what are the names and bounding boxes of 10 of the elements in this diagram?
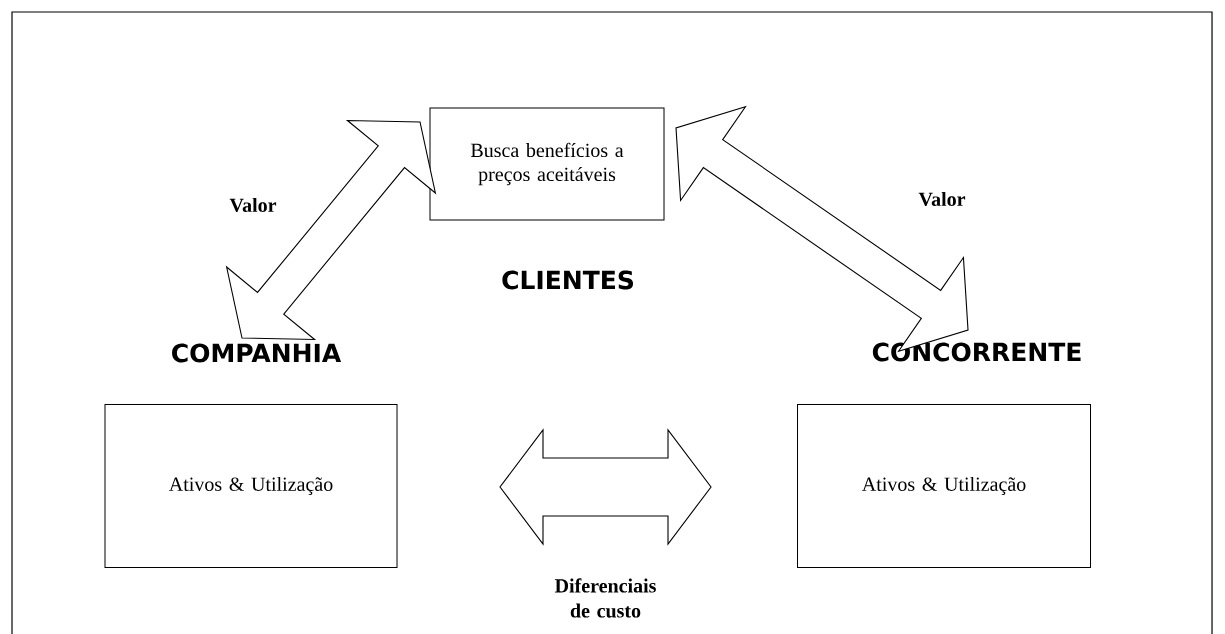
edge-label: Diferenciais de custo xyxy=(539,577,672,619)
heading: CLIENTES xyxy=(502,270,633,290)
double-arrow xyxy=(499,428,712,546)
edge-label: Valor xyxy=(228,196,278,214)
text-box: Ativos & Utilização xyxy=(104,404,398,568)
edge-label: Valor xyxy=(917,190,967,208)
text-box: Ativos & Utilização xyxy=(797,404,1091,568)
heading: COMPANHIA xyxy=(172,343,342,363)
text-box: Busca benefícios a preços aceitáveis xyxy=(429,107,665,221)
heading: CONCORRENTE xyxy=(872,342,1081,362)
